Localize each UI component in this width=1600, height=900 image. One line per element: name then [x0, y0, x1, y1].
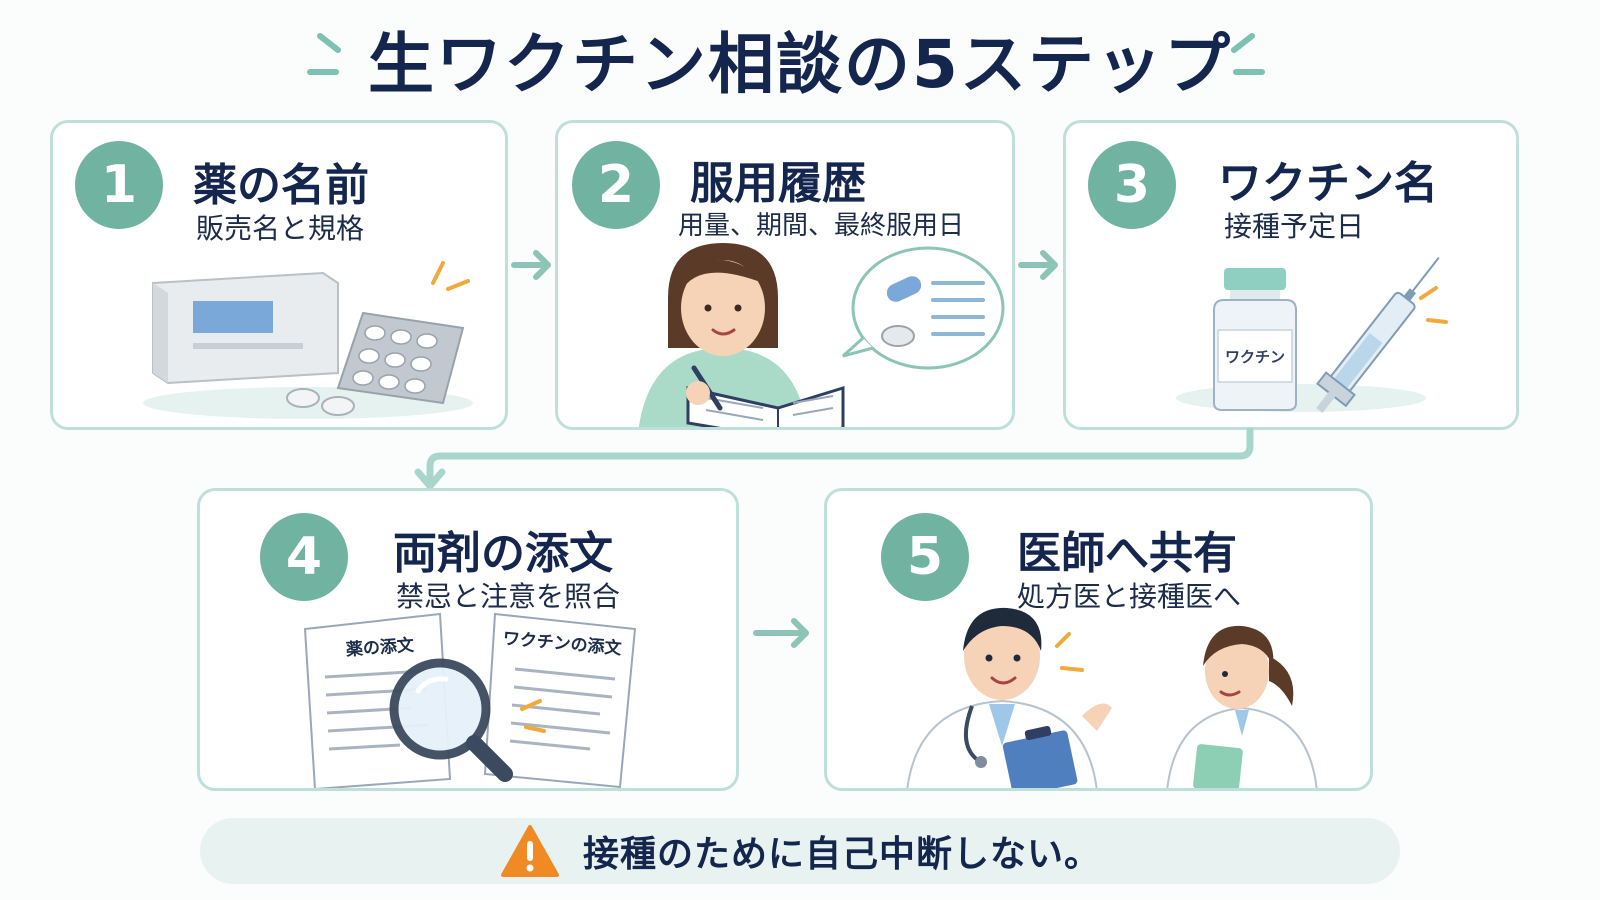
step-card-2: 2 服用履歴 用量、期間、最終服用日 — [555, 120, 1015, 430]
arrow-right-icon — [511, 250, 551, 280]
warning-banner: 接種のために自己中断しない。 — [200, 818, 1400, 884]
step-number-badge: 4 — [260, 513, 348, 601]
connector-arrow-icon — [414, 428, 1254, 490]
step-subtitle: 処方医と接種医へ — [1017, 580, 1242, 613]
step-card-3: 3 ワクチン名 接種予定日 ワクチン — [1063, 120, 1519, 430]
medicine-box-icon — [143, 261, 473, 419]
woman-writing-notebook-icon — [638, 243, 1005, 427]
step-subtitle: 接種予定日 — [1224, 210, 1365, 243]
step-title: 薬の名前 — [193, 160, 369, 211]
arrow-right-icon — [753, 618, 809, 648]
warning-text: 接種のために自己中断しない。 — [582, 834, 1101, 875]
title-left-decoration-icon — [307, 33, 341, 75]
doc-left-label: 薬の添文 — [345, 635, 415, 661]
step-number-badge: 2 — [572, 141, 660, 229]
step-title: 両剤の添文 — [393, 528, 613, 579]
step-card-5: 5 医師へ共有 処方医と接種医へ — [824, 488, 1373, 791]
step-title: 医師へ共有 — [1017, 528, 1237, 579]
step-number-badge: 3 — [1088, 141, 1176, 229]
vial-label: ワクチン — [1225, 348, 1285, 366]
warning-triangle-icon — [500, 825, 559, 877]
step-title: 服用履歴 — [690, 158, 866, 209]
doctors-sharing-icon — [906, 607, 1318, 788]
step-card-1: 1 薬の名前 販売名と規格 — [50, 120, 508, 430]
arrow-right-icon — [1018, 250, 1058, 280]
step-title: ワクチン名 — [1218, 158, 1438, 209]
documents-magnifier-icon: 薬の添文 ワクチンの添文 — [303, 612, 637, 788]
page-title: 生ワクチン相談の5ステップ — [368, 26, 1232, 103]
title-right-decoration-icon — [1231, 33, 1265, 75]
vaccine-vial-syringe-icon: ワクチン — [1176, 257, 1448, 413]
step-subtitle: 禁忌と注意を照合 — [396, 580, 621, 613]
step-subtitle: 用量、期間、最終服用日 — [678, 211, 965, 241]
step-number-badge: 1 — [75, 141, 163, 229]
step-card-4: 4 両剤の添文 禁忌と注意を照合 薬の添文 ワクチンの添文 — [197, 488, 739, 791]
step-number-badge: 5 — [881, 513, 969, 601]
step-subtitle: 販売名と規格 — [196, 212, 365, 245]
